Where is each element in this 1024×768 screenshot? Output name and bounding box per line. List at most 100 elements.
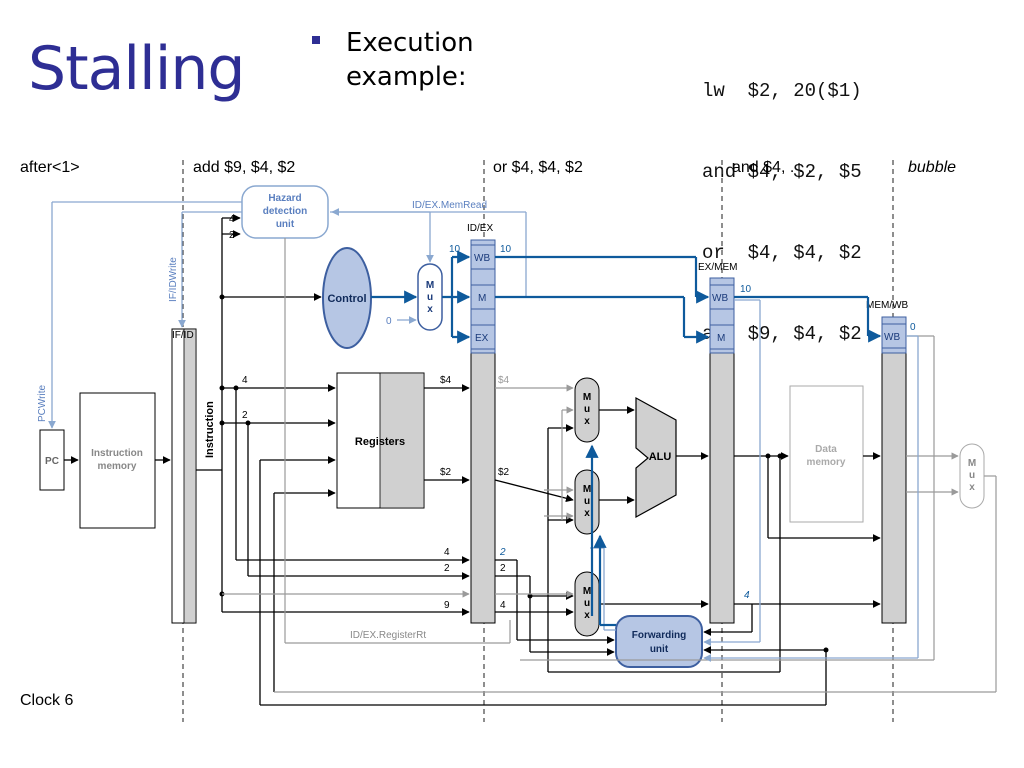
mux-label: u <box>969 470 975 481</box>
hazard-label: Hazard <box>268 193 301 204</box>
highlight-wires <box>371 250 882 627</box>
stage-label: add $9, $4, $2 <box>193 159 295 176</box>
mux-label: u <box>584 598 590 609</box>
registers-block: Registers <box>336 372 425 509</box>
mux-label: x <box>584 508 590 519</box>
alu-label: ALU <box>649 451 672 463</box>
mux-label: M <box>583 392 591 403</box>
mux-label: u <box>584 404 590 415</box>
hazard-label: unit <box>276 219 295 230</box>
clock-label: Clock 6 <box>20 692 73 709</box>
mux-label: x <box>584 610 590 621</box>
signal-label: IF/IDWrite <box>168 257 179 302</box>
value-label: 4 <box>500 600 506 611</box>
ex-mem-label: EX/MEM <box>698 262 737 273</box>
value-label: 4 <box>744 590 750 601</box>
value-label: 0 <box>910 322 916 333</box>
mux-label: x <box>427 304 433 315</box>
dmem-label: memory <box>807 457 846 468</box>
registers-label: Registers <box>355 436 405 448</box>
value-label: 2 <box>499 547 506 558</box>
mux-label: M <box>968 458 976 469</box>
dmem-label: Data <box>815 444 837 455</box>
stage-dividers <box>182 160 894 722</box>
mux-label: x <box>969 482 975 493</box>
gray-wires <box>222 238 997 693</box>
stage-label: and $4, . . . <box>732 159 812 176</box>
code-line: and $4, $2, $5 <box>702 161 862 183</box>
mux-label: u <box>427 292 433 303</box>
pc-block: PC <box>39 429 65 491</box>
value-labels: 4 2 10 0 10 10 0 4 2 $4 $2 $4 $2 4 2 9 2… <box>229 214 916 611</box>
alu-block: ALU <box>635 396 677 519</box>
forwarding-unit: Forwarding unit <box>615 615 703 668</box>
value-label: 0 <box>386 316 392 327</box>
hazard-detection-unit: Hazard detection unit <box>241 185 329 239</box>
mux-label: M <box>583 586 591 597</box>
value-label: 4 <box>242 375 248 386</box>
mux-label: u <box>584 496 590 507</box>
value-label: 2 <box>500 563 506 574</box>
code-line: or $4, $4, $2 <box>702 242 862 264</box>
control-mux: M u x <box>417 263 443 331</box>
light-blue-wires <box>48 201 919 662</box>
stage-label: or $4, $4, $2 <box>493 159 583 176</box>
imem-label: memory <box>98 461 137 472</box>
mux-label: M <box>583 484 591 495</box>
wb-mux: M u x <box>959 443 985 509</box>
bullet-icon <box>312 36 320 44</box>
mux-label: x <box>584 416 590 427</box>
regdst-mux: M u x <box>574 571 600 637</box>
value-label: 10 <box>500 244 512 255</box>
field-wb: WB <box>884 332 900 343</box>
signal-label: ID/EX.MemRead <box>412 200 487 211</box>
field-m: M <box>478 293 486 304</box>
field-m: M <box>717 333 725 344</box>
forwarding-label: Forwarding <box>632 630 686 641</box>
value-label: $4 <box>440 375 452 386</box>
imem-label: Instruction <box>91 448 143 459</box>
bullet-line-2: example: <box>346 62 467 92</box>
value-label: 4 <box>229 214 235 225</box>
value-label: $2 <box>440 467 452 478</box>
bullet-text: Execution example: <box>346 26 474 94</box>
value-label: 2 <box>229 230 235 241</box>
value-label: 10 <box>449 244 461 255</box>
pc-label: PC <box>45 456 59 467</box>
if-id-register: IF/ID <box>171 328 197 624</box>
value-label: 2 <box>444 563 450 574</box>
value-label: $4 <box>498 375 510 386</box>
field-ex: EX <box>475 333 489 344</box>
ex-mem-register: WB M EX/MEM <box>698 262 737 624</box>
value-label: 4 <box>444 547 450 558</box>
junction-dots <box>219 294 829 653</box>
value-label: 9 <box>444 600 450 611</box>
id-ex-register: WB M EX ID/EX <box>467 223 496 624</box>
forwarding-label: unit <box>650 644 669 655</box>
value-label: $2 <box>498 467 510 478</box>
alu-mux-top: M u x <box>574 377 600 443</box>
slide-title: Stalling <box>28 34 246 104</box>
bullet-line-1: Execution <box>346 28 474 58</box>
field-wb: WB <box>474 253 490 264</box>
field-wb: WB <box>712 293 728 304</box>
instruction-memory: Instruction memory <box>79 392 156 529</box>
data-memory: Data memory <box>789 385 864 523</box>
mux-label: M <box>426 280 434 291</box>
signal-label: Instruction <box>204 401 216 458</box>
value-label: 2 <box>242 410 248 421</box>
mem-wb-register: WB MEM/WB <box>866 300 909 624</box>
id-ex-label: ID/EX <box>467 223 493 234</box>
hazard-label: detection <box>263 206 307 217</box>
code-line: lw $2, 20($1) <box>702 80 862 102</box>
value-label: 10 <box>740 284 752 295</box>
alu-mux-bottom: M u x <box>574 469 600 535</box>
if-id-label: IF/ID <box>172 330 194 341</box>
stage-label: bubble <box>908 159 956 176</box>
stage-label: after<1> <box>20 159 80 176</box>
signal-label: PCWrite <box>37 385 48 422</box>
mem-wb-label: MEM/WB <box>866 300 909 311</box>
control-unit: Control <box>322 247 372 349</box>
control-label: Control <box>327 293 366 305</box>
